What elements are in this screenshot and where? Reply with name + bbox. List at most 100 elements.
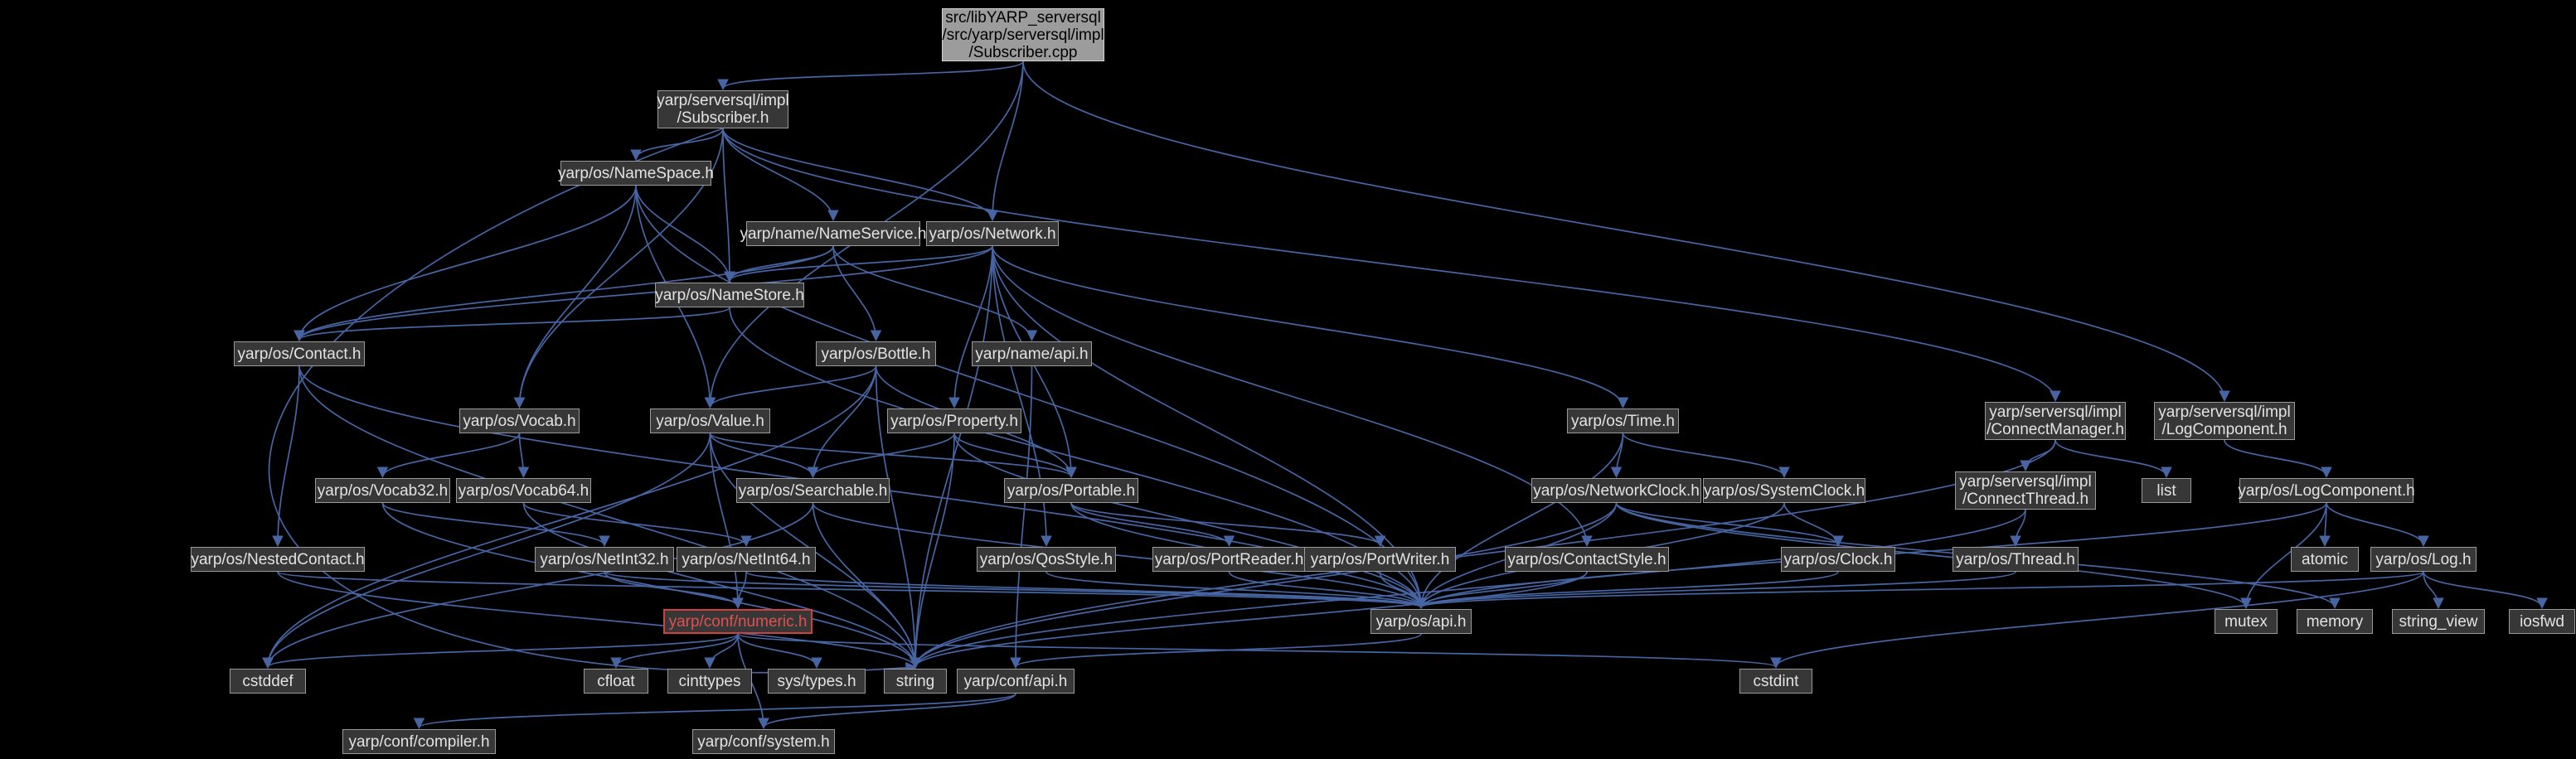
include-edge-value_h--cstddef — [262, 433, 711, 670]
graph-node-label: yarp/os/Portable.h — [1007, 481, 1136, 500]
graph-node-vocab64_h[interactable]: yarp/os/Vocab64.h — [456, 478, 591, 503]
include-edge-netint64_h--numeric_h — [732, 571, 747, 610]
graph-node-label: list — [2156, 481, 2176, 500]
include-edge-value_h--numeric_h — [709, 433, 744, 610]
graph-node-mutex[interactable]: mutex — [2215, 609, 2278, 634]
include-edge-namespace_h--namestore_h — [635, 185, 735, 283]
include-edge-vocab_h--vocab32_h — [376, 433, 521, 479]
include-edge-contact_h--string — [298, 365, 921, 670]
graph-node-portreader_h[interactable]: yarp/os/PortReader.h — [1152, 547, 1306, 572]
graph-node-label: src/libYARP_serversql — [945, 8, 1101, 27]
graph-node-value_h[interactable]: yarp/os/Value.h — [650, 409, 770, 433]
include-edge-log_h--iosfwd — [2423, 571, 2548, 610]
graph-node-string_view[interactable]: string_view — [2392, 609, 2485, 634]
graph-node-string[interactable]: string — [884, 669, 947, 694]
graph-node-label: yarp/serversql/impl — [1959, 473, 2092, 491]
graph-node-namespace_h[interactable]: yarp/os/NameSpace.h — [558, 161, 714, 186]
graph-node-netint32_h[interactable]: yarp/os/NetInt32.h — [535, 547, 674, 572]
graph-node-label: yarp/os/api.h — [1375, 612, 1467, 631]
include-edge-subscriber_h--network_h — [722, 128, 998, 222]
graph-node-label: yarp/os/Time.h — [1571, 412, 1675, 430]
graph-node-nestedcontact_h[interactable]: yarp/os/NestedContact.h — [191, 547, 365, 572]
include-edge-vocab32_h--string — [381, 502, 921, 670]
graph-node-api_h[interactable]: yarp/os/api.h — [1370, 609, 1472, 634]
graph-node-sys_types_h[interactable]: sys/types.h — [768, 669, 866, 694]
graph-node-cstdint[interactable]: cstdint — [1739, 669, 1812, 694]
graph-node-log_h[interactable]: yarp/os/Log.h — [2370, 547, 2477, 572]
graph-node-label: yarp/os/Vocab32.h — [317, 481, 449, 500]
graph-node-label: yarp/name/api.h — [975, 345, 1089, 363]
graph-node-clock_h[interactable]: yarp/os/Clock.h — [1781, 547, 1895, 572]
graph-node-label: yarp/os/LogComponent.h — [2238, 481, 2415, 500]
graph-node-contact_h[interactable]: yarp/os/Contact.h — [234, 341, 365, 366]
graph-node-conf_api_h[interactable]: yarp/conf/api.h — [957, 669, 1075, 694]
graph-node-cstddef[interactable]: cstddef — [230, 669, 306, 694]
graph-node-label: yarp/os/NetInt32.h — [540, 550, 669, 568]
graph-node-label: cfloat — [597, 672, 635, 690]
include-edge-thread_h--api_h — [1415, 571, 2016, 610]
graph-node-cfloat[interactable]: cfloat — [584, 669, 648, 694]
graph-node-label: yarp/os/PortReader.h — [1154, 550, 1304, 568]
graph-node-vocab32_h[interactable]: yarp/os/Vocab32.h — [315, 478, 450, 503]
graph-node-portwriter_h[interactable]: yarp/os/PortWriter.h — [1304, 547, 1456, 572]
graph-node-label: /LogComponent.h — [2161, 421, 2287, 438]
graph-node-list[interactable]: list — [2142, 478, 2191, 503]
graph-node-time_h[interactable]: yarp/os/Time.h — [1567, 409, 1679, 433]
graph-node-searchable_h[interactable]: yarp/os/Searchable.h — [736, 478, 890, 503]
include-edge-network_h--contact_h — [293, 245, 993, 342]
include-edge-serversql_logcomponent_h--os_logcomponent_h — [2224, 439, 2332, 479]
graph-node-label: yarp/name/NameService.h — [740, 225, 927, 243]
graph-node-numeric_h[interactable]: yarp/conf/numeric.h — [663, 609, 813, 634]
include-edge-numeric_h--cstddef — [262, 633, 739, 670]
include-edge-clock_h--api_h — [1415, 571, 1839, 610]
graph-node-namestore_h[interactable]: yarp/os/NameStore.h — [655, 283, 804, 307]
graph-node-memory[interactable]: memory — [2297, 609, 2373, 634]
graph-node-thread_h[interactable]: yarp/os/Thread.h — [1953, 547, 2079, 572]
include-edge-numeric_h--cinttypes — [704, 633, 739, 670]
graph-node-atomic[interactable]: atomic — [2291, 547, 2359, 572]
include-edge-namespace_h--contact_h — [293, 185, 637, 342]
graph-node-networkclock_h[interactable]: yarp/os/NetworkClock.h — [1531, 478, 1701, 503]
graph-node-serversql_logcomponent_h[interactable]: yarp/serversql/impl/LogComponent.h — [2154, 402, 2295, 440]
include-edge-portable_h--portreader_h — [1070, 502, 1235, 548]
graph-node-property_h[interactable]: yarp/os/Property.h — [887, 409, 1021, 433]
graph-node-nameservice_h[interactable]: yarp/name/NameService.h — [740, 221, 926, 246]
graph-node-qosstyle_h[interactable]: yarp/os/QosStyle.h — [977, 547, 1116, 572]
include-edge-contactstyle_h--string — [910, 571, 1588, 670]
graph-node-label: yarp/os/ContactStyle.h — [1507, 550, 1666, 568]
graph-node-os_logcomponent_h[interactable]: yarp/os/LogComponent.h — [2238, 478, 2415, 503]
graph-node-systemclock_h[interactable]: yarp/os/SystemClock.h — [1703, 478, 1865, 503]
include-edge-time_h--networkclock_h — [1610, 433, 1624, 479]
graph-node-cinttypes[interactable]: cinttypes — [667, 669, 752, 694]
include-edge-nameservice_h--namestore_h — [724, 245, 834, 283]
graph-node-iosfwd[interactable]: iosfwd — [2509, 609, 2575, 634]
include-edge-subscriber_h--namestore_h — [722, 128, 735, 283]
include-edge-connectthread_h--thread_h — [2010, 509, 2026, 548]
graph-node-name_api_h[interactable]: yarp/name/api.h — [972, 341, 1092, 366]
include-edge-network_h--property_h — [948, 245, 993, 409]
graph-node-conf_compiler_h[interactable]: yarp/conf/compiler.h — [342, 729, 496, 754]
graph-node-contactstyle_h[interactable]: yarp/os/ContactStyle.h — [1505, 547, 1669, 572]
graph-node-connectthread_h[interactable]: yarp/serversql/impl/ConnectThread.h — [1955, 471, 2096, 510]
include-edge-nameservice_h--contact_h — [293, 245, 834, 342]
include-edge-numeric_h--cfloat — [610, 633, 739, 670]
graph-node-label: yarp/os/NameStore.h — [655, 286, 804, 304]
include-edge-subscriber_h--string — [268, 128, 918, 674]
graph-node-conf_system_h[interactable]: yarp/conf/system.h — [692, 729, 835, 754]
graph-node-network_h[interactable]: yarp/os/Network.h — [926, 221, 1059, 246]
graph-node-vocab_h[interactable]: yarp/os/Vocab.h — [459, 409, 580, 433]
graph-node-portable_h[interactable]: yarp/os/Portable.h — [1004, 478, 1138, 503]
include-edge-networkclock_h--clock_h — [1615, 502, 1844, 548]
graph-node-connectmanager_h[interactable]: yarp/serversql/impl/ConnectManager.h — [1985, 402, 2126, 440]
graph-node-bottle_h[interactable]: yarp/os/Bottle.h — [816, 341, 936, 366]
include-edge-connectthread_h--string — [910, 509, 2026, 670]
graph-node-netint64_h[interactable]: yarp/os/NetInt64.h — [677, 547, 816, 572]
graph-node-label: yarp/os/SystemClock.h — [1703, 481, 1865, 500]
include-edge-api_h--conf_api_h — [1010, 633, 1422, 670]
include-edge-netint32_h--numeric_h — [604, 571, 744, 610]
graph-node-label: sys/types.h — [777, 672, 856, 690]
graph-node-label: /Subscriber.cpp — [968, 43, 1078, 61]
include-edge-connectmanager_h--list — [2054, 439, 2172, 479]
graph-node-subscriber_h[interactable]: yarp/serversql/impl/Subscriber.h — [657, 90, 789, 128]
